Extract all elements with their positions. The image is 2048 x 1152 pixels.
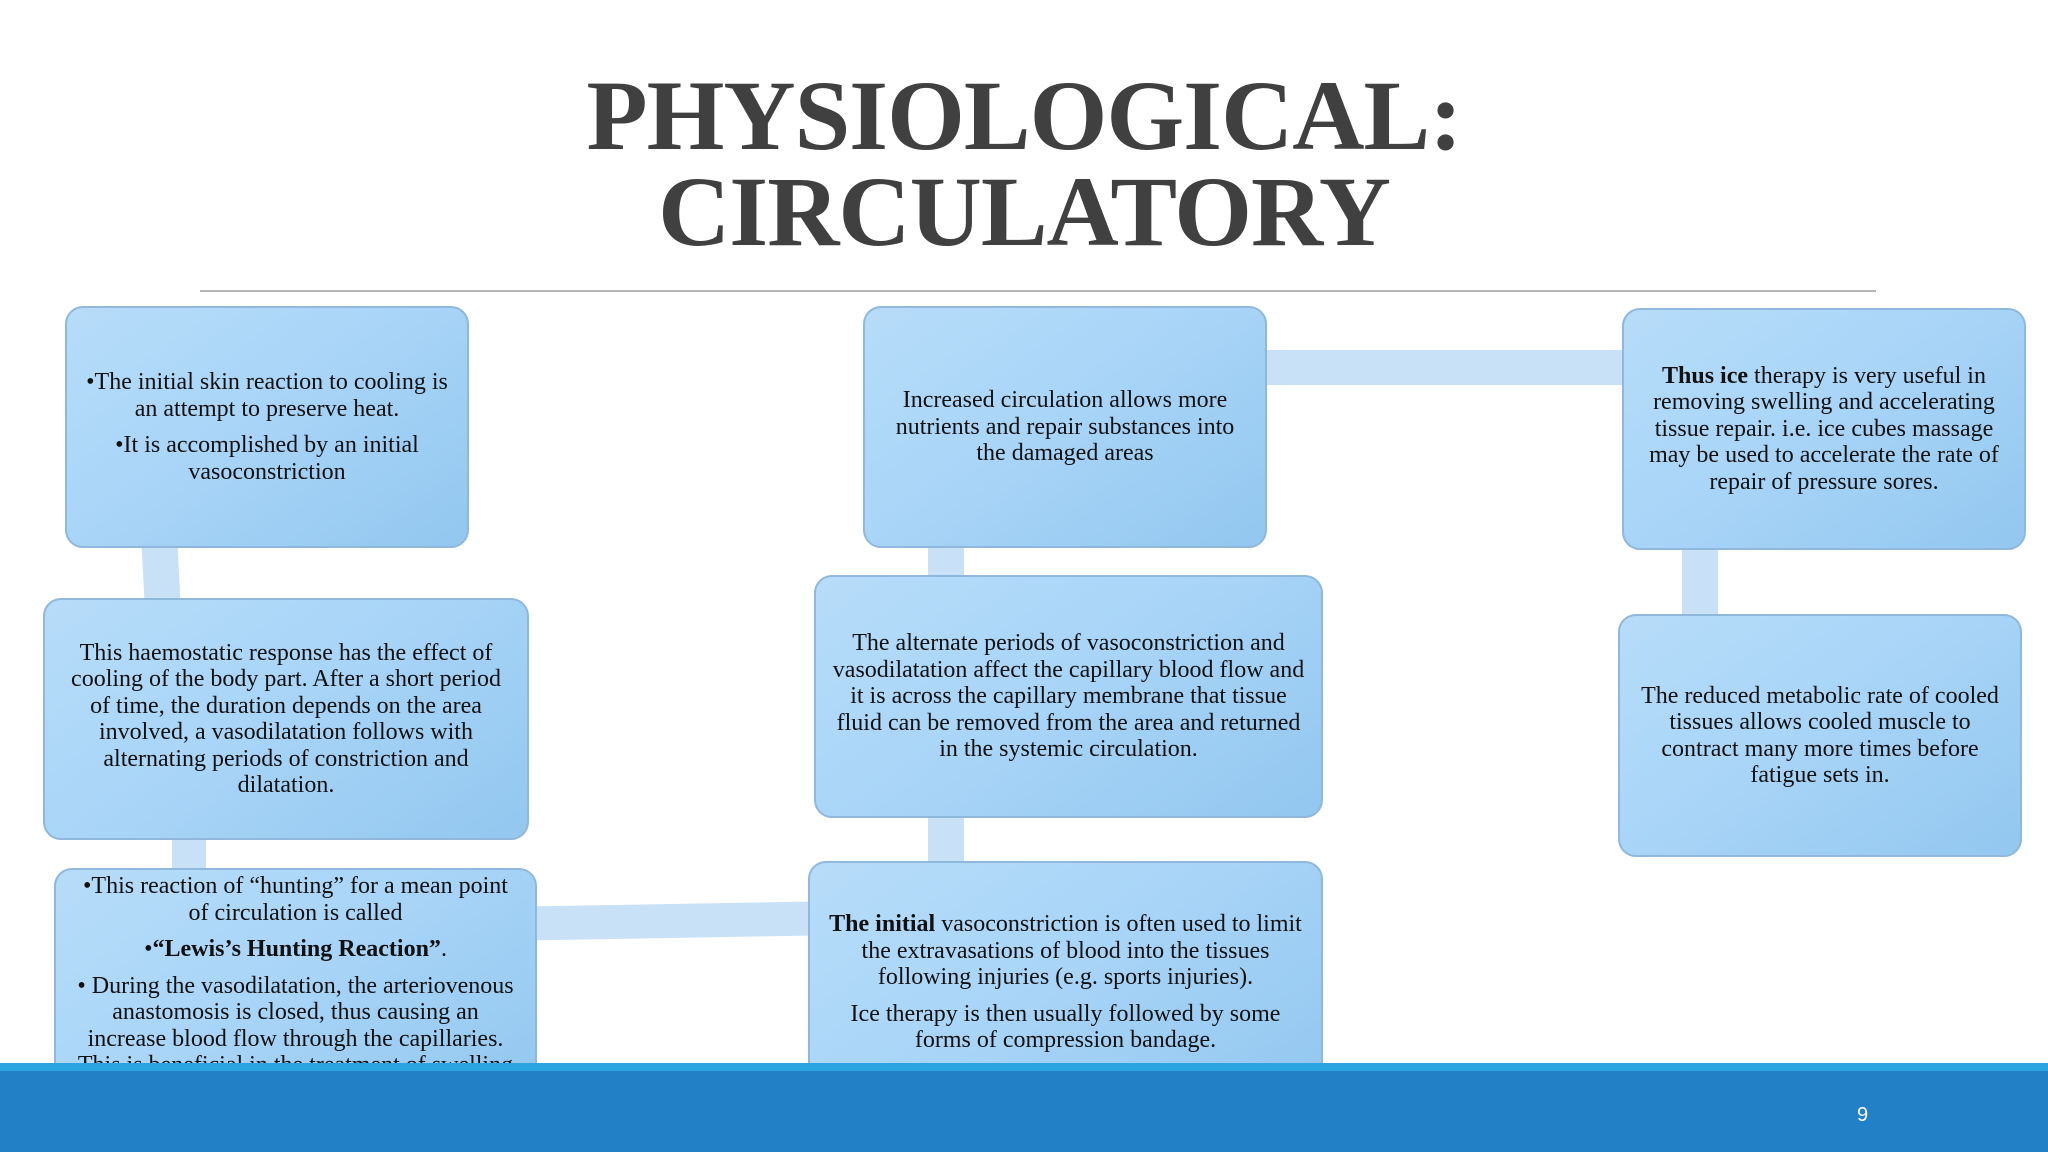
hunting-period: . [440,936,447,962]
initial-vasoconstriction-box: The initial vasoconstriction is often us… [808,861,1323,1104]
initial-skin-reaction-box: •The initial skin reaction to cooling is… [65,306,469,548]
footer-bar [0,1071,2048,1152]
alternate-periods-text: The alternate periods of vasoconstrictio… [832,630,1305,763]
lewis-hunting-reaction-label: “Lewis’s Hunting Reaction” [152,936,441,962]
hunting-text-2: •“Lewis’s Hunting Reaction”. [144,936,447,963]
title-line-2: CIRCULATORY [658,156,1391,267]
connector-box7-box8 [1682,548,1718,616]
alternate-periods-box: The alternate periods of vasoconstrictio… [814,575,1323,818]
initial-vasoconstriction-rest: vasoconstriction is often used to limit … [861,911,1302,991]
ice-therapy-rest: therapy is very useful in removing swell… [1649,362,1999,495]
the-initial-label: The initial [829,911,936,938]
haemostatic-text: This haemostatic response has the effect… [71,639,501,799]
haemostatic-response-box: This haemostatic response has the effect… [43,598,529,840]
initial-reaction-text-1: •The initial skin reaction to cooling is… [86,369,448,422]
footer-accent-line [0,1063,2048,1071]
ice-therapy-box: Thus ice therapy is very useful in remov… [1622,308,2026,550]
connector-box5-box4 [928,545,964,576]
initial-vasoconstriction-text-2: Ice therapy is then usually followed by … [850,1000,1281,1054]
increased-circulation-box: Increased circulation allows more nutrie… [863,306,1267,548]
connector-box3-box6 [534,901,810,941]
connector-box6-box5 [928,816,964,864]
title-divider [200,290,1876,292]
page-number: 9 [1856,1104,1869,1126]
initial-reaction-text-2: •It is accomplished by an initial vasoco… [115,432,419,485]
increased-circulation-text: Increased circulation allows more nutrie… [895,387,1235,467]
title-line-1: PHYSIOLOGICAL: [586,60,1462,171]
ice-therapy-text: Thus ice therapy is very useful in remov… [1640,363,2008,496]
initial-vasoconstriction-text-1: The initial vasoconstriction is often us… [826,911,1305,991]
thus-ice-label: Thus ice [1662,362,1749,389]
hunting-bullet: • [144,936,153,962]
connector-box4-box7 [1264,350,1626,385]
connector-box2-box3 [172,838,206,870]
connector-box1-box2 [141,545,181,600]
hunting-text-1: •This reaction of “hunting” for a mean p… [83,873,508,926]
metabolic-rate-text: The reduced metabolic rate of cooled tis… [1641,682,1999,789]
slide-title: PHYSIOLOGICAL: CIRCULATORY [0,60,2048,267]
metabolic-rate-box: The reduced metabolic rate of cooled tis… [1618,614,2022,857]
